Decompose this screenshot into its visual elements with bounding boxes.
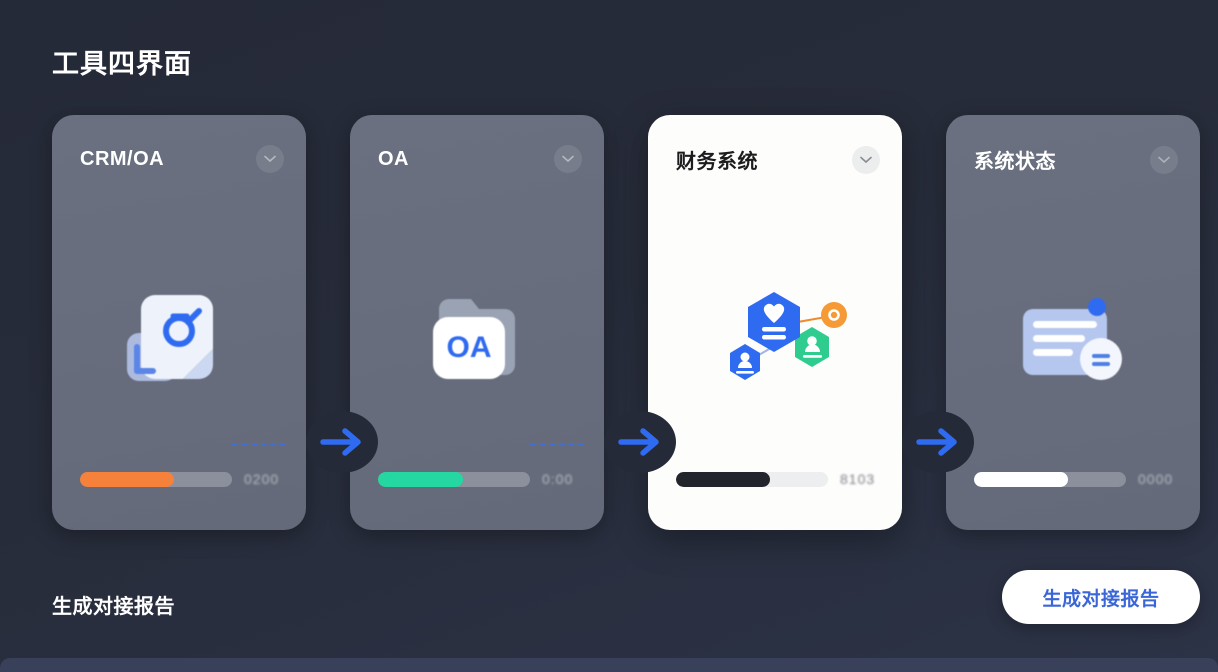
card-header: OA [378, 145, 582, 173]
chevron-down-icon[interactable] [554, 145, 582, 173]
generate-report-button[interactable]: 生成对接报告 [1002, 570, 1200, 624]
card-illustration [52, 265, 306, 415]
card-system-status[interactable]: 系统状态 [946, 115, 1200, 530]
card-title: OA [378, 147, 409, 170]
progress-fill [80, 471, 175, 487]
card-header: 系统状态 [974, 145, 1178, 174]
card-header: 财务系统 [676, 145, 880, 174]
card-illustration: OA [350, 265, 604, 415]
chevron-down-icon[interactable] [256, 145, 284, 173]
progress-row: 8103 [676, 471, 880, 487]
bottom-panel [0, 658, 1218, 672]
progress-value: 0000 [1138, 471, 1174, 487]
progress-row: 0000 [974, 471, 1178, 487]
card-illustration [648, 265, 902, 415]
page-title: 工具四界面 [52, 49, 192, 79]
card-crm-oa[interactable]: CRM/OA [52, 115, 306, 530]
card-title: 财务系统 [676, 151, 758, 173]
generate-report-button-label: 生成对接报告 [1042, 588, 1160, 610]
chevron-down-icon[interactable] [852, 145, 880, 174]
card-finance-system[interactable]: 财务系统 [648, 115, 902, 530]
progress-value: 0200 [244, 471, 280, 487]
connector-arrow-3[interactable] [902, 411, 974, 473]
progress-value: 8103 [840, 471, 876, 487]
document-list-icon [1013, 285, 1133, 395]
progress-row: 0:00 [378, 471, 582, 487]
progress-track[interactable] [974, 471, 1126, 487]
progress-track[interactable] [676, 471, 828, 487]
progress-row: 0200 [80, 471, 284, 487]
footer-label: 生成对接报告 [52, 596, 175, 618]
progress-value: 0:00 [542, 471, 574, 487]
connector-arrow-2[interactable] [604, 411, 676, 473]
document-search-icon [119, 285, 239, 395]
connector-dash [232, 443, 286, 446]
oa-folder-icon: OA [417, 285, 537, 395]
card-title: CRM/OA [80, 147, 165, 170]
card-header: CRM/OA [80, 145, 284, 173]
card-illustration [946, 265, 1200, 415]
chevron-down-icon[interactable] [1150, 145, 1178, 174]
progress-track[interactable] [378, 471, 530, 487]
progress-fill [378, 471, 464, 487]
progress-fill [974, 471, 1069, 487]
pipeline-card-row: CRM/OA [52, 115, 1200, 530]
connector-dash [530, 443, 584, 446]
hexagon-network-icon [700, 275, 850, 405]
card-oa[interactable]: OA OA 0:00 [350, 115, 604, 530]
card-title: 系统状态 [974, 151, 1056, 173]
progress-track[interactable] [80, 471, 232, 487]
svg-text:OA: OA [447, 331, 492, 364]
connector-arrow-1[interactable] [306, 411, 378, 473]
progress-fill [676, 471, 771, 487]
